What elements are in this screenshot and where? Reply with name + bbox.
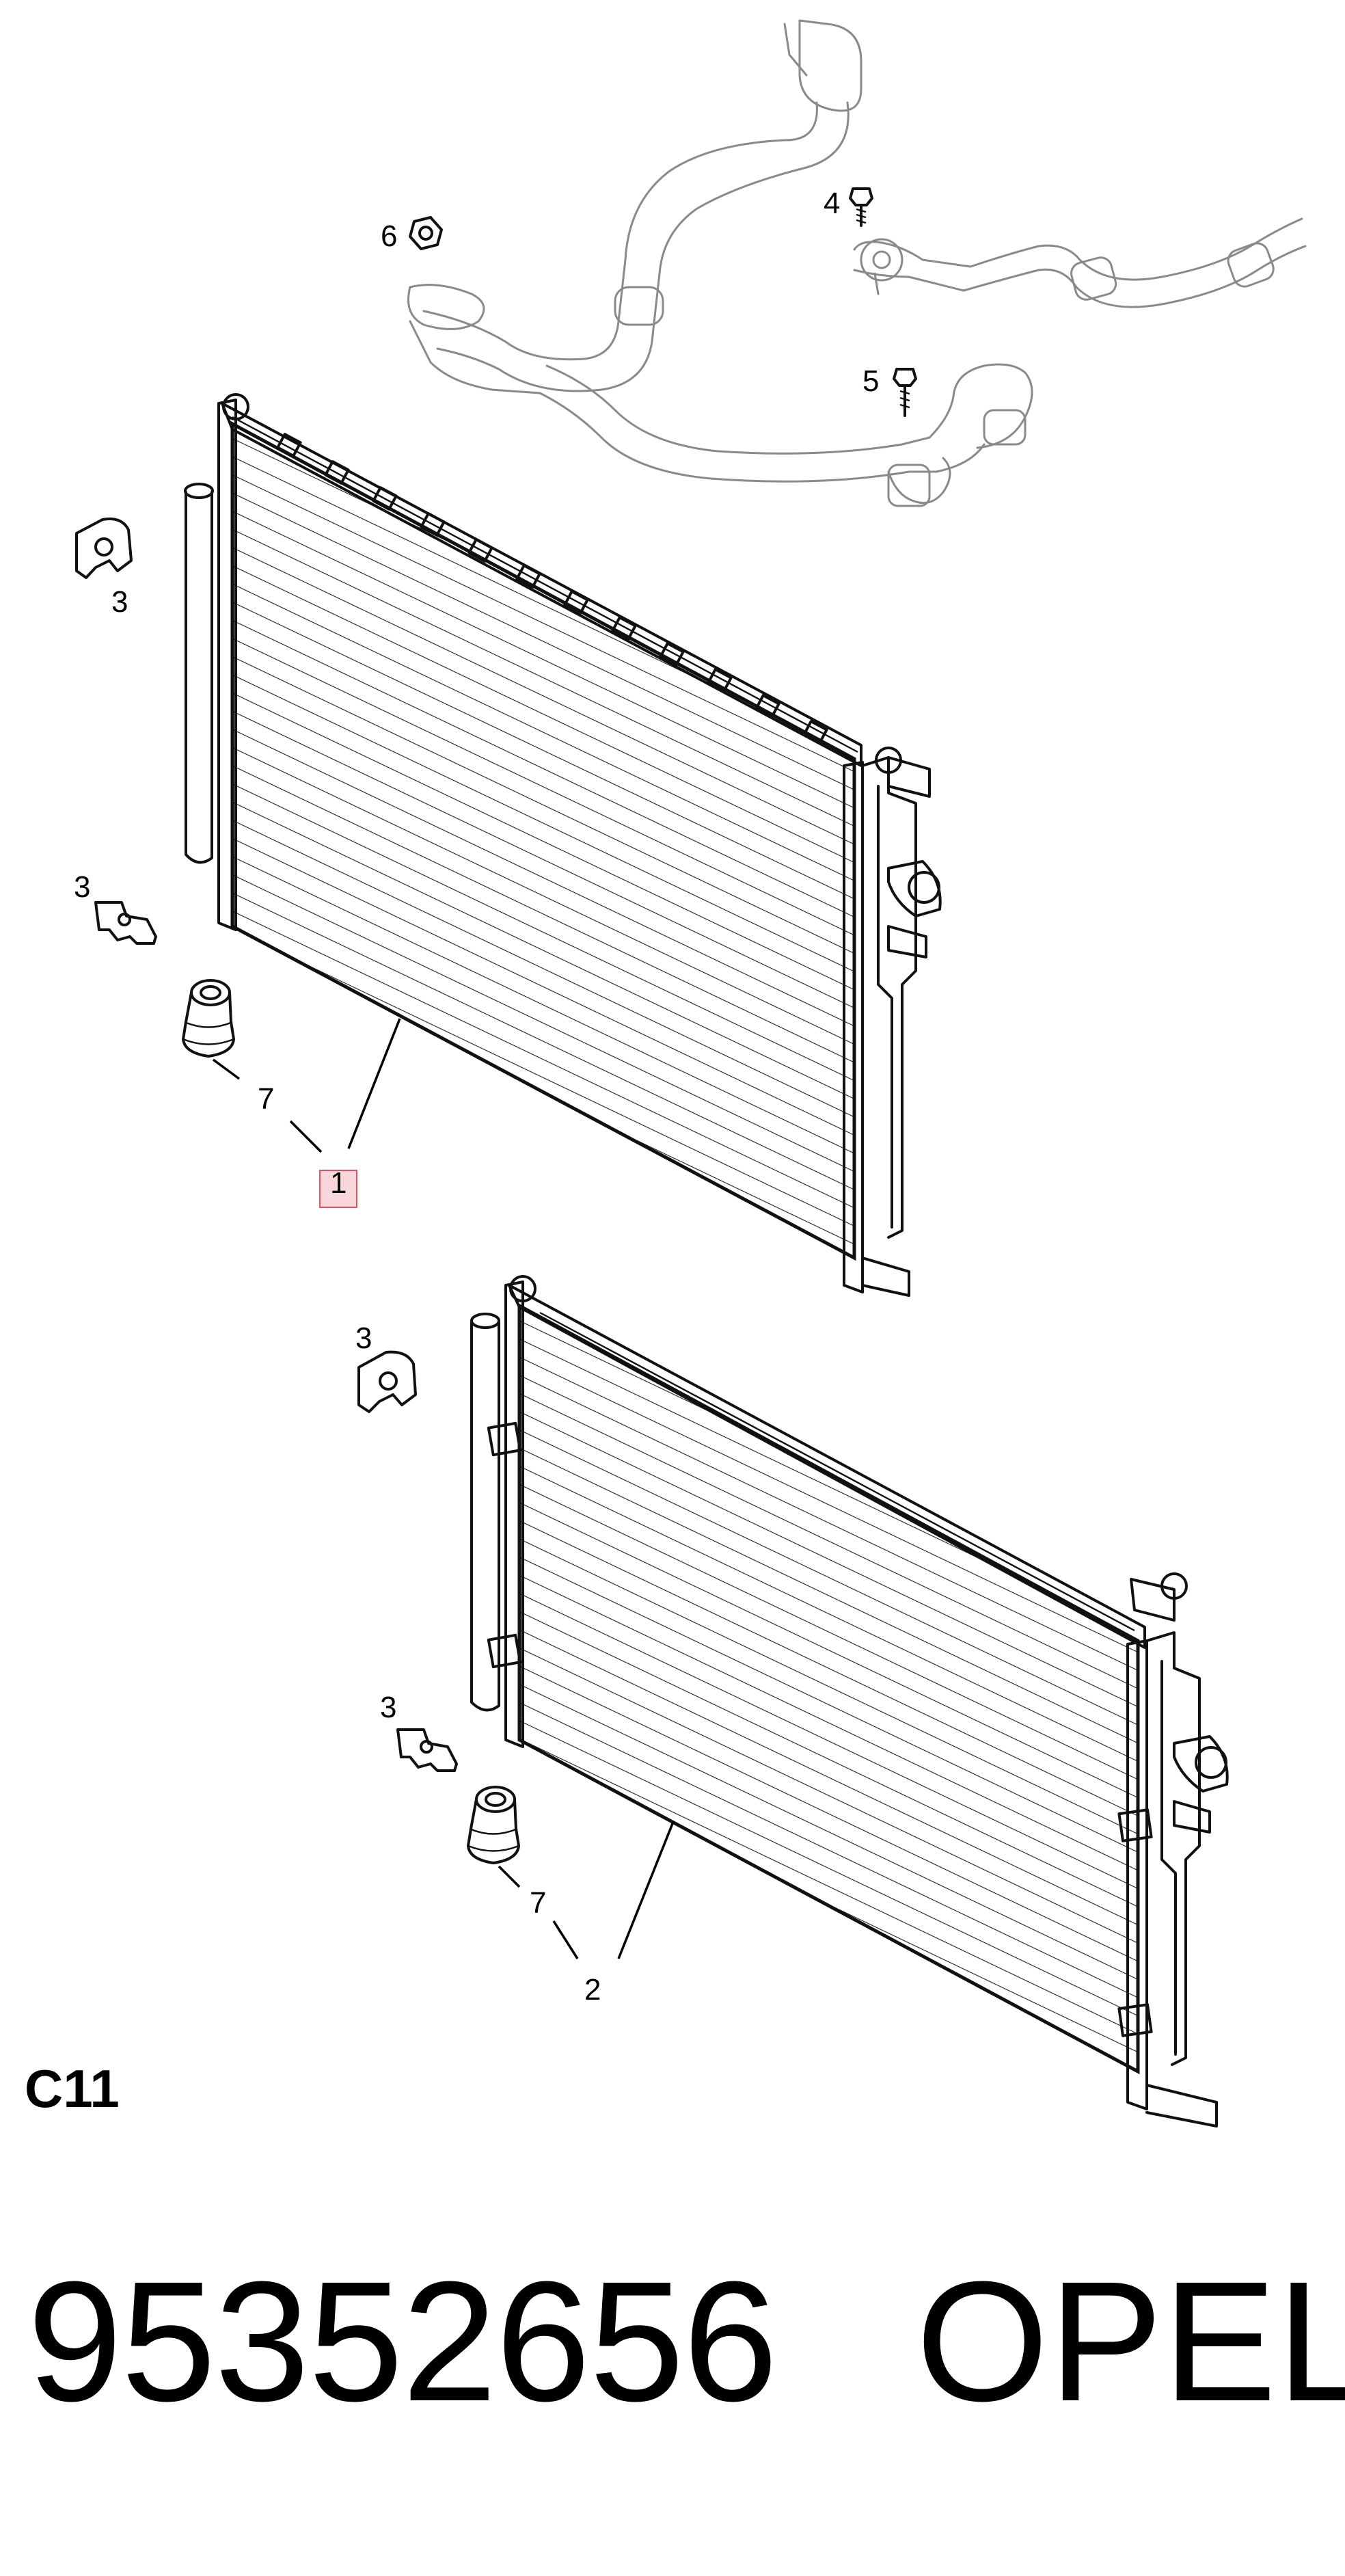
mount-7a-icon	[182, 979, 235, 1058]
bracket-3a-icon	[75, 518, 133, 579]
mount-7b-icon	[467, 1786, 520, 1864]
callout-5[interactable]: 5	[862, 364, 879, 398]
callout-7a[interactable]: 7	[258, 1082, 274, 1116]
callout-1-highlight	[319, 1170, 357, 1208]
callout-3b[interactable]: 3	[74, 870, 90, 904]
condenser-1	[184, 393, 942, 1297]
part-number: 95352656	[27, 2246, 778, 2437]
condenser-2	[470, 1275, 1229, 2128]
callout-2[interactable]: 2	[584, 1973, 601, 2007]
bracket-3b-icon	[94, 901, 157, 945]
callout-3d[interactable]: 3	[380, 1691, 396, 1724]
callout-3a[interactable]: 3	[111, 585, 128, 619]
bracket-3d-icon	[396, 1728, 458, 1772]
diagram-code: C11	[25, 2058, 120, 2119]
callout-7b[interactable]: 7	[530, 1886, 546, 1920]
brand-name: OPEL	[916, 2246, 1345, 2437]
bolt-5-icon	[893, 368, 917, 417]
callout-1[interactable]: 1	[330, 1166, 347, 1200]
bracket-3c-icon	[357, 1350, 417, 1413]
callout-3c[interactable]: 3	[355, 1321, 372, 1355]
leader-lines	[212, 1018, 675, 1959]
nut-6-icon	[409, 216, 443, 250]
ac-pipe-assembly	[407, 19, 1307, 507]
callout-4[interactable]: 4	[824, 187, 840, 220]
bolt-4-icon	[849, 187, 873, 227]
callout-6[interactable]: 6	[381, 219, 397, 253]
